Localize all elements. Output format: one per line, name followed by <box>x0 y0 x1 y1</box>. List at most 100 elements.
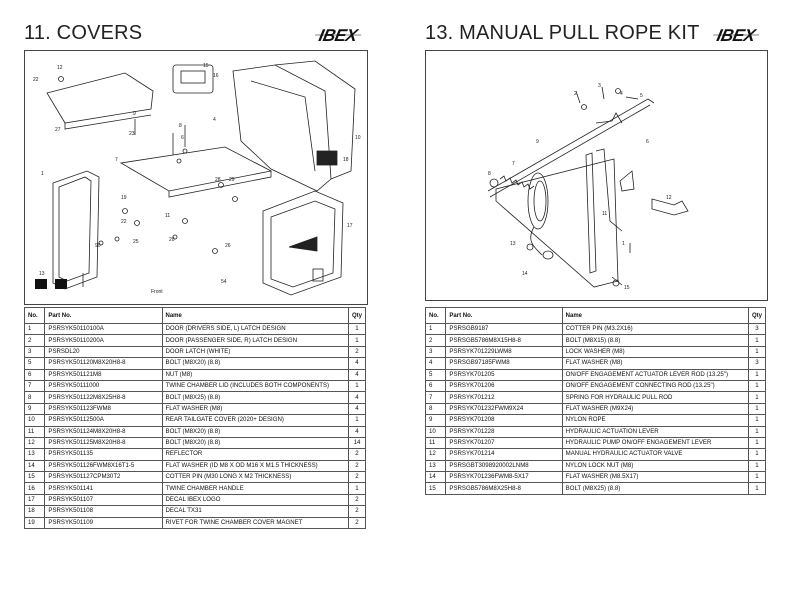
cell-no: 10 <box>23 414 46 427</box>
svg-text:13: 13 <box>510 241 516 247</box>
svg-text:25: 25 <box>133 239 139 245</box>
cell-name: REAR TAILGATE COVER (2020+ DESIGN) <box>161 414 349 427</box>
cell-qty: 1 <box>747 391 767 404</box>
cell-part-no: PSRSYK50112500A <box>44 414 163 427</box>
cell-qty: 4 <box>347 368 367 381</box>
col-no: No. <box>424 307 447 324</box>
right-page-title: 13. MANUAL PULL ROPE KIT <box>425 22 700 44</box>
svg-text:22: 22 <box>121 219 127 225</box>
svg-text:8: 8 <box>179 123 182 129</box>
svg-text:26: 26 <box>225 243 231 249</box>
svg-text:54: 54 <box>221 279 227 285</box>
cell-no: 16 <box>23 482 46 495</box>
cell-qty: 2 <box>347 493 367 507</box>
cell-part-no: PSRSYK501126FWM8X16T1-5 <box>44 459 163 473</box>
svg-text:11: 11 <box>602 211 607 217</box>
cell-no: 3 <box>23 345 46 359</box>
cell-no: 12 <box>23 436 46 450</box>
col-name: Name <box>561 307 749 324</box>
cell-name: DOOR (PASSENGER SIDE, R) LATCH DESIGN <box>161 334 349 347</box>
cell-no: 5 <box>23 357 46 370</box>
cell-qty: 1 <box>347 414 367 427</box>
cell-name: BOLT (M8X25) (8.8) <box>561 482 749 495</box>
cell-qty: 1 <box>747 436 767 450</box>
cell-no: 17 <box>23 493 46 507</box>
pull-rope-diagram: 2 3 4 5 6 7 8 9 11 12 13 14 15 1 <box>425 50 768 301</box>
svg-text:16: 16 <box>213 73 219 79</box>
svg-text:90: 90 <box>95 243 101 249</box>
cell-name: NUT (M8) <box>161 368 349 381</box>
cell-name: RIVET FOR TWINE CHAMBER COVER MAGNET <box>161 516 349 530</box>
svg-text:15: 15 <box>624 285 630 291</box>
covers-diagram: 22 12 27 9 15 16 23 8 6 7 28 29 19 22 11… <box>24 50 368 305</box>
cell-part-no: PSRSYK50111000 <box>44 379 163 393</box>
table-header-row: No. Part No. Name Qty <box>23 307 367 324</box>
svg-text:12: 12 <box>57 65 63 71</box>
cell-part-no: PSRSYK501127CPM30T2 <box>44 471 163 484</box>
cell-qty: 4 <box>347 425 367 438</box>
svg-text:1: 1 <box>41 171 44 177</box>
svg-text:23: 23 <box>129 131 135 137</box>
cell-part-no: PSRSYK501125M8X20H8-8 <box>44 436 163 450</box>
cell-no: 18 <box>23 505 46 518</box>
col-name: Name <box>161 307 349 324</box>
cell-no: 8 <box>23 391 46 404</box>
left-page-title: 11. COVERS <box>24 22 143 44</box>
svg-text:14: 14 <box>522 271 528 277</box>
cell-no: 7 <box>424 391 447 404</box>
svg-text:6: 6 <box>646 139 649 145</box>
left-ibex-logo: IBEX <box>317 26 359 45</box>
cell-name: BOLT (M8X25) (8.8) <box>161 391 349 404</box>
svg-text:10: 10 <box>355 135 361 141</box>
cell-no: 11 <box>424 436 447 450</box>
col-part: Part No. <box>44 307 163 324</box>
cell-part-no: PSRSYK501120M8X20H8-8 <box>44 357 163 370</box>
svg-text:15: 15 <box>203 63 209 69</box>
cell-part-no: PSRSYK701206 <box>445 379 563 393</box>
cell-name: DECAL IBEX LOGO <box>161 493 349 507</box>
cell-qty: 1 <box>747 471 767 484</box>
cell-no: 3 <box>424 345 447 359</box>
svg-text:4: 4 <box>620 91 623 97</box>
cell-part-no: PSRSGBT3098920002LNM8 <box>445 459 563 473</box>
cell-no: 11 <box>23 425 46 438</box>
cell-qty: 1 <box>747 368 767 381</box>
cell-qty: 1 <box>347 379 367 393</box>
cell-part-no: PSRSYK701212 <box>445 391 563 404</box>
cell-part-no: PSRSYK701205 <box>445 368 563 381</box>
svg-text:9: 9 <box>536 139 539 145</box>
cell-name: ON/OFF ENGAGEMENT CONNECTING ROD (13.25"… <box>561 379 749 393</box>
cell-part-no: PSRSYK701207 <box>445 436 563 450</box>
cell-no: 7 <box>23 379 46 393</box>
cell-part-no: PSRSYK701232FWM9X24 <box>445 402 563 416</box>
cell-part-no: PSRSYK501109 <box>44 516 163 530</box>
cell-qty: 1 <box>347 334 367 347</box>
cell-part-no: PSRSYK501108 <box>44 505 163 518</box>
right-ibex-logo: IBEX <box>715 26 757 45</box>
cell-part-no: PSRSYK501141 <box>44 482 163 495</box>
cell-name: DOOR (DRIVERS SIDE, L) LATCH DESIGN <box>161 322 349 336</box>
cell-part-no: PSRSGB9187 <box>445 322 563 336</box>
cell-name: REFLECTOR <box>161 448 349 461</box>
cell-part-no: PSRSYK701228 <box>445 425 563 438</box>
cell-no: 15 <box>23 471 46 484</box>
cell-part-no: PSRSYK50110200A <box>44 334 163 347</box>
cell-name: TWINE CHAMBER LID (INCLUDES BOTH COMPONE… <box>161 379 349 393</box>
cell-qty: 4 <box>347 402 367 416</box>
